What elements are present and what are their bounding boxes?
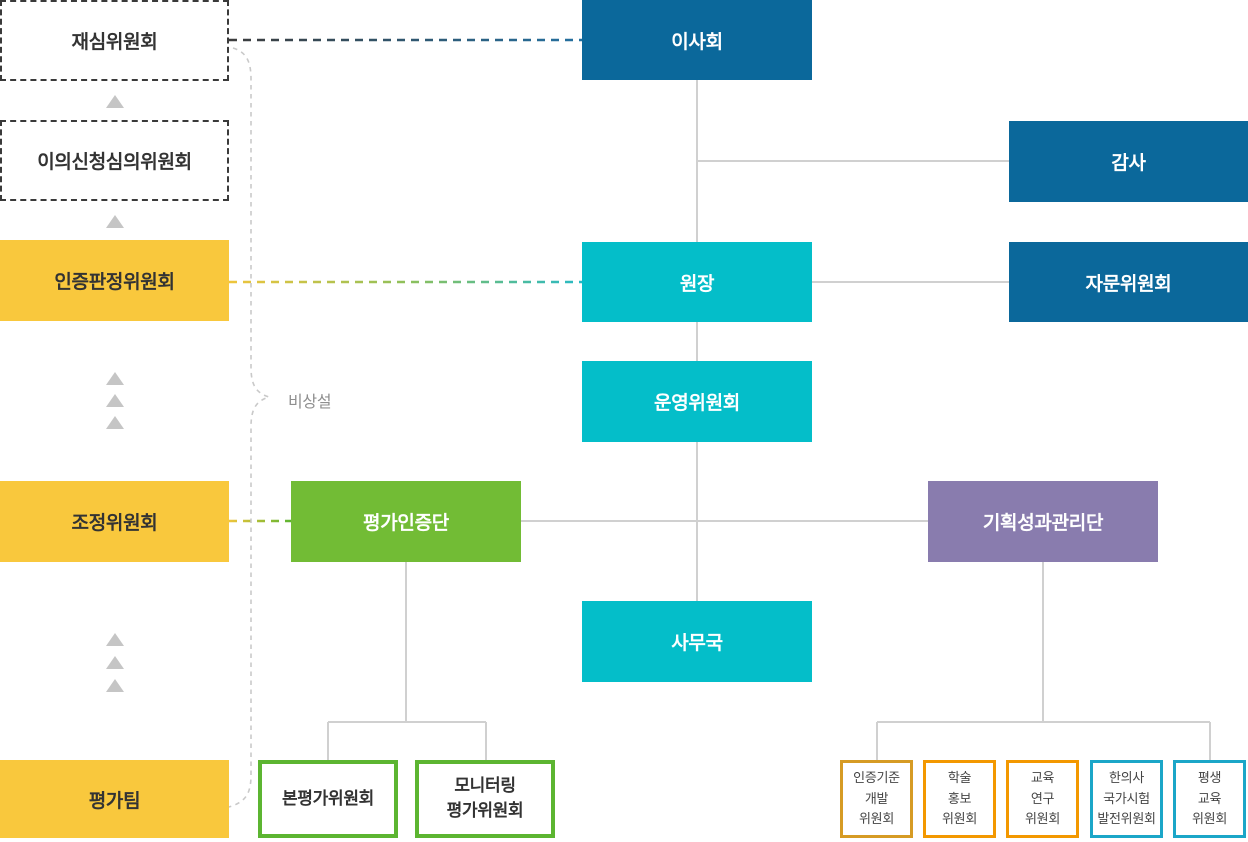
node-label: 이의신청심의위원회 — [37, 152, 192, 173]
node-label-line: 연구 — [1030, 790, 1055, 806]
node-monitoring-evaluation-committee: 모니터링 평가위원회 — [415, 760, 555, 838]
node-accreditation-judgment-committee: 인증판정위원회 — [0, 240, 229, 321]
node-label: 자문위원회 — [1085, 273, 1172, 295]
node-label-line: 평생 — [1197, 769, 1222, 785]
node-national-exam-development-committee: 한의사 국가시험 발전위원회 — [1090, 760, 1163, 838]
node-label-line: 평가위원회 — [446, 801, 524, 820]
tree-connectors — [327, 80, 1211, 760]
node-label-line: 교육 — [1197, 790, 1222, 806]
node-coordination-committee: 조정위원회 — [0, 481, 229, 562]
node-label-line: 국가시험 — [1103, 790, 1150, 806]
node-label: 사무국 — [671, 633, 723, 654]
node-education-research-committee: 교육 연구 위원회 — [1006, 760, 1079, 838]
node-label: 감사 — [1111, 153, 1146, 174]
node-label-line: 위원회 — [1192, 811, 1227, 827]
node-label: 평가팀 — [88, 790, 141, 812]
node-label: 이사회 — [671, 31, 723, 53]
up-arrow-icon — [106, 633, 124, 646]
node-evaluation-team: 평가팀 — [0, 760, 229, 838]
node-review-committee: 재심위원회 — [0, 0, 229, 81]
node-main-evaluation-committee: 본평가위원회 — [258, 760, 398, 838]
non-standing-brace — [228, 47, 272, 808]
node-label: 기획성과관리단 — [982, 513, 1104, 534]
node-appeal-committee: 이의신청심의위원회 — [0, 120, 229, 201]
up-arrow-icon — [106, 416, 124, 429]
node-lifelong-education-committee: 평생 교육 위원회 — [1173, 760, 1246, 838]
node-planning-performance-division: 기획성과관리단 — [928, 481, 1158, 562]
up-arrow-icon — [106, 215, 124, 228]
up-arrow-icon — [106, 656, 124, 669]
node-label-line: 개발 — [864, 790, 889, 806]
node-label: 재심위원회 — [71, 32, 158, 53]
up-arrows — [106, 95, 124, 692]
node-secretariat: 사무국 — [582, 601, 812, 682]
node-auditor: 감사 — [1009, 121, 1248, 202]
node-label: 원장 — [679, 273, 715, 295]
node-label: 본평가위원회 — [281, 788, 375, 808]
node-label-line: 학술 — [947, 769, 972, 785]
node-label-line: 위원회 — [942, 811, 977, 827]
node-steering-committee: 운영위원회 — [582, 361, 812, 442]
node-label-line: 한의사 — [1109, 769, 1144, 785]
node-evaluation-accreditation-division: 평가인증단 — [291, 481, 521, 562]
node-label-line: 홍보 — [947, 790, 972, 806]
node-label-line: 위원회 — [1025, 811, 1060, 827]
node-accreditation-standards-development-committee: 인증기준 개발 위원회 — [840, 760, 913, 838]
up-arrow-icon — [106, 394, 124, 407]
node-label: 조정위원회 — [71, 513, 158, 534]
non-standing-label: 비상설 — [288, 394, 332, 411]
up-arrow-icon — [106, 372, 124, 385]
node-label: 평가인증단 — [363, 513, 449, 534]
node-label-line: 인증기준 — [853, 769, 900, 785]
node-academic-pr-committee: 학술 홍보 위원회 — [923, 760, 996, 838]
node-label: 운영위원회 — [654, 393, 740, 414]
node-board: 이사회 — [582, 0, 812, 80]
node-advisory-committee: 자문위원회 — [1009, 242, 1248, 322]
up-arrow-icon — [106, 679, 124, 692]
node-label: 인증판정위원회 — [54, 272, 175, 293]
node-label-line: 모니터링 — [454, 776, 516, 796]
node-label-line: 위원회 — [859, 811, 894, 827]
node-label-line: 발전위원회 — [1097, 811, 1156, 827]
node-label-line: 교육 — [1030, 769, 1055, 785]
up-arrow-icon — [106, 95, 124, 108]
node-president: 원장 — [582, 242, 812, 322]
